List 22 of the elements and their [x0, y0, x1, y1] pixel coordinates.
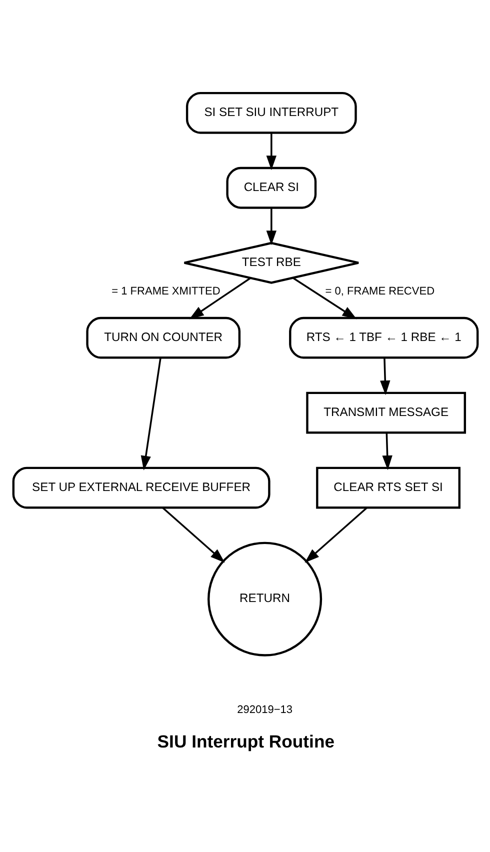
edge-label: = 1 FRAME XMITTED — [111, 286, 220, 298]
arrow — [266, 208, 276, 246]
arrow — [380, 358, 390, 396]
arrow — [292, 277, 356, 320]
node-diamond: TEST RBE — [182, 242, 360, 284]
node-box: CLEAR SI — [226, 166, 316, 209]
arrow — [188, 277, 251, 320]
edge-label: = 0, FRAME RECVED — [324, 285, 434, 298]
caption: SIU Interrupt Routine — [156, 732, 334, 752]
node-box: CLEAR RTS SET SI — [316, 466, 460, 509]
label: 292019−13 — [236, 704, 292, 716]
arrow — [161, 506, 224, 563]
arrow — [140, 358, 161, 470]
node-box: RTS ← 1 TBF ← 1 RBE ← 1 — [288, 316, 478, 359]
node-box: TURN ON COUNTER — [86, 316, 240, 359]
node-box: SET UP EXTERNAL RECEIVE BUFFER — [12, 466, 270, 509]
arrow — [304, 506, 368, 563]
arrow — [382, 432, 392, 470]
node-box: SI SET SIU INTERRUPT — [185, 92, 356, 134]
node-circle: RETURN — [207, 542, 322, 656]
arrow — [266, 133, 276, 170]
node-box: TRANSMIT MESSAGE — [306, 392, 466, 434]
